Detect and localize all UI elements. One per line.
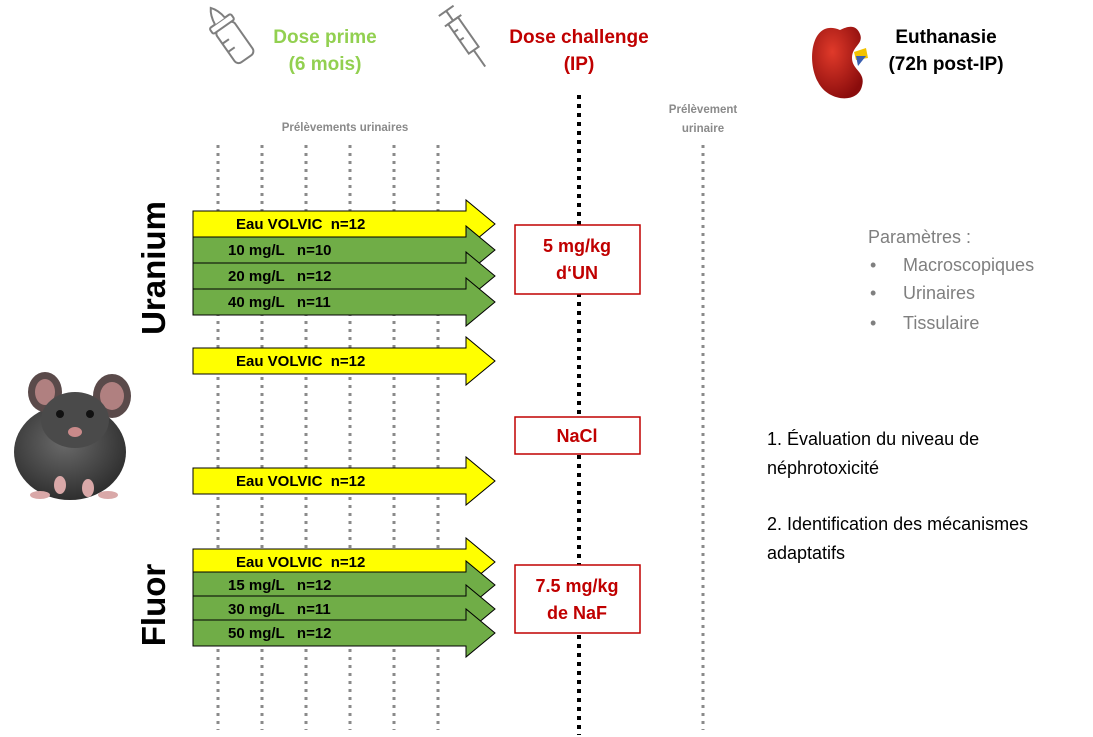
parameters-list: Paramètres : • Macroscopiques • Urinaire… xyxy=(868,227,1034,333)
parameter-item: Macroscopiques xyxy=(903,255,1034,275)
treatment-arrow xyxy=(192,607,496,659)
treatment-arrow-label: 20 mg/L n=12 xyxy=(228,268,332,285)
mouse-image xyxy=(14,372,131,500)
treatment-arrow-label: 10 mg/L n=10 xyxy=(228,242,332,259)
objective-2-line2: adaptatifs xyxy=(767,543,845,563)
treatment-arrow-label: Eau VOLVIC n=12 xyxy=(236,554,365,571)
baby-bottle-icon xyxy=(209,6,255,65)
treatment-arrow-label: 50 mg/L n=12 xyxy=(228,625,332,642)
treatment-arrow xyxy=(192,455,496,507)
kidney-icon xyxy=(812,26,868,99)
parameter-item: Urinaires xyxy=(903,283,975,303)
final-sampling-label-line2: urinaire xyxy=(682,123,724,135)
parameter-item: Tissulaire xyxy=(903,313,979,333)
euthanasia-title: Euthanasie xyxy=(895,27,996,48)
treatment-arrow-label: 40 mg/L n=11 xyxy=(228,294,331,311)
objective-2-line1: 2. Identification des mécanismes xyxy=(767,514,1028,534)
uranium-dose-agent: d‘UN xyxy=(556,263,598,283)
uranium-group-label: Uranium xyxy=(135,201,172,335)
syringe-icon xyxy=(438,4,487,68)
fluor-group-label: Fluor xyxy=(135,564,172,647)
control-agent: NaCl xyxy=(556,426,597,446)
urinary-samplings-label: Prélèvements urinaires xyxy=(282,122,409,134)
bullet-icon: • xyxy=(870,255,876,275)
parameters-title: Paramètres : xyxy=(868,227,971,247)
treatment-arrows: Eau VOLVIC n=12 10 mg/L n=10 20 mg/L n=12 4… xyxy=(192,198,496,659)
uranium-dose-value: 5 mg/kg xyxy=(543,236,611,256)
prime-dose-duration: (6 mois) xyxy=(289,54,362,75)
objective-1-line1: 1. Évaluation du niveau de xyxy=(767,429,979,449)
treatment-arrow-label: 15 mg/L n=12 xyxy=(228,577,332,594)
treatment-arrow-label: Eau VOLVIC n=12 xyxy=(236,353,365,370)
treatment-arrow xyxy=(192,335,496,387)
objective-1-line2: néphrotoxicité xyxy=(767,458,879,478)
fluor-challenge-box: 7.5 mg/kg de NaF xyxy=(514,564,641,634)
treatment-arrow-label: 30 mg/L n=11 xyxy=(228,601,331,618)
fluor-dose-agent: de NaF xyxy=(547,603,607,623)
final-sampling-label-line1: Prélèvement xyxy=(669,104,738,116)
challenge-dose-title: Dose challenge xyxy=(509,27,648,48)
treatment-arrow-label: Eau VOLVIC n=12 xyxy=(236,216,365,233)
uranium-challenge-box: 5 mg/kg d‘UN xyxy=(514,224,641,295)
euthanasia-timing: (72h post-IP) xyxy=(888,54,1003,75)
treatment-arrow xyxy=(192,276,496,328)
objectives-list: 1. Évaluation du niveau de néphrotoxicit… xyxy=(767,429,1028,563)
prime-dose-title: Dose prime xyxy=(273,27,376,48)
treatment-arrow-label: Eau VOLVIC n=12 xyxy=(236,473,365,490)
bullet-icon: • xyxy=(870,313,876,333)
fluor-dose-value: 7.5 mg/kg xyxy=(535,576,618,596)
challenge-dose-route: (IP) xyxy=(564,54,595,75)
bullet-icon: • xyxy=(870,283,876,303)
control-challenge-box: NaCl xyxy=(514,416,641,455)
